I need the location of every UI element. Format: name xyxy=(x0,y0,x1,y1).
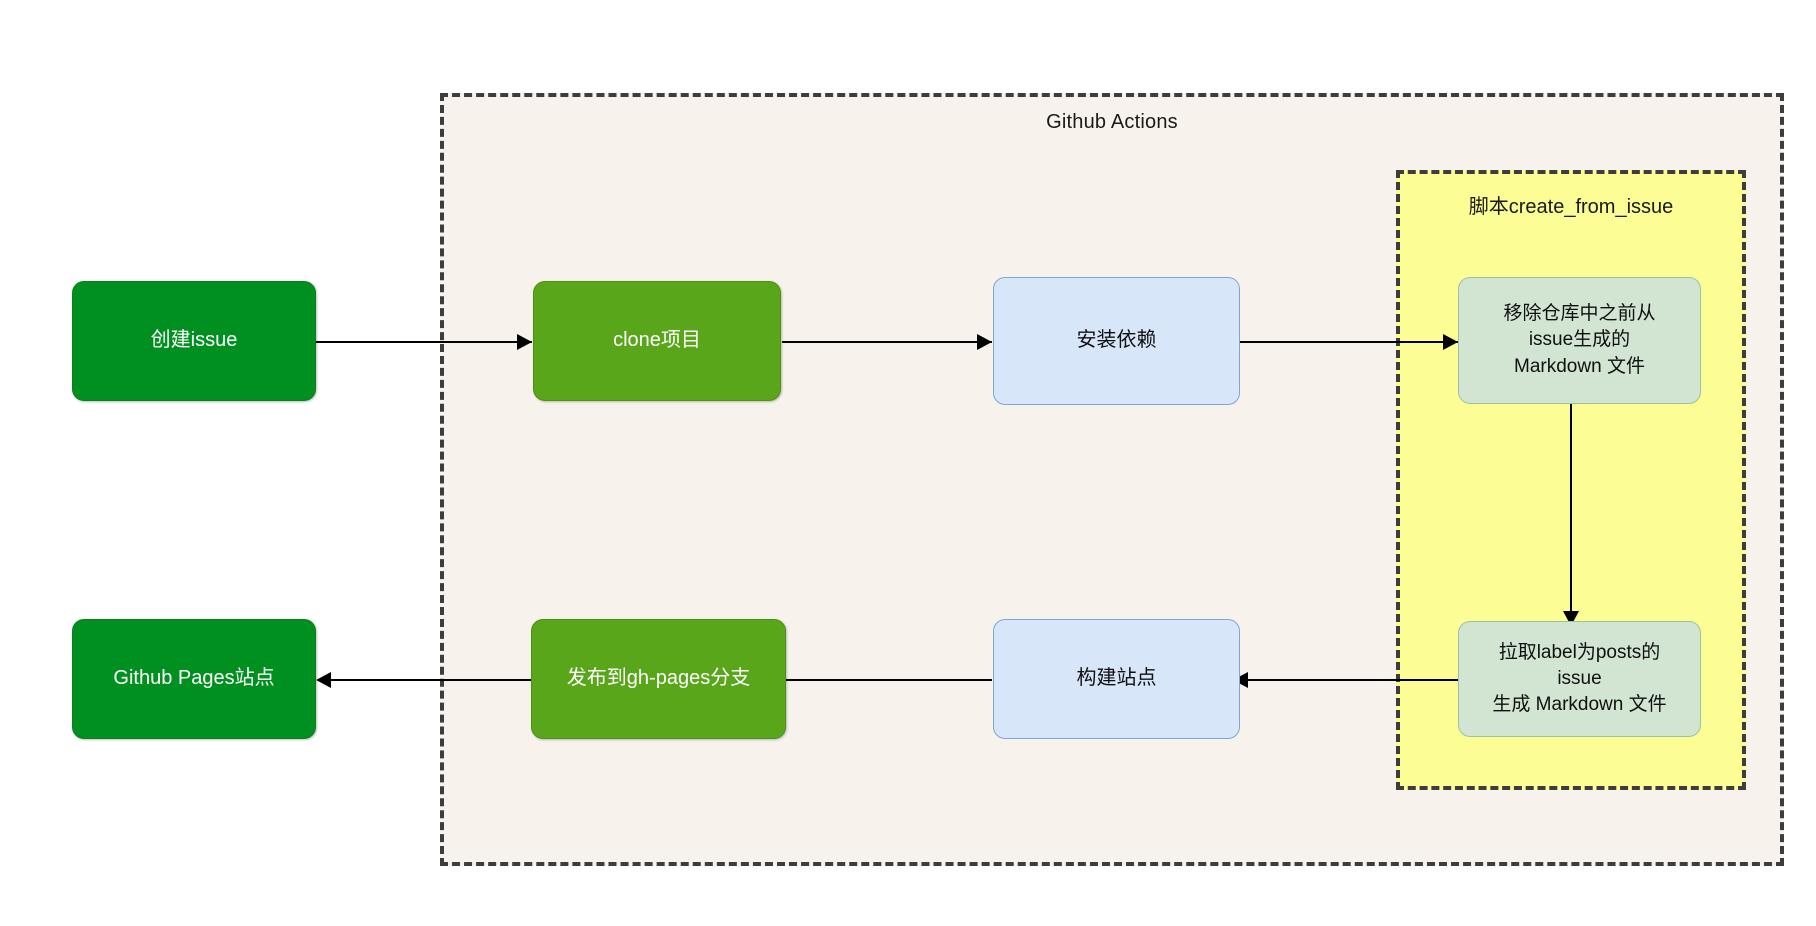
group-github-actions-label: Github Actions xyxy=(1046,111,1178,133)
node-create-issue[interactable]: 创建issue xyxy=(72,281,316,401)
node-clone-project[interactable]: clone项目 xyxy=(533,281,781,401)
node-fetch-posts-issues[interactable]: 拉取label为posts的 issue 生成 Markdown 文件 xyxy=(1458,621,1701,737)
group-create-from-issue-label: 脚本create_from_issue xyxy=(1468,196,1674,218)
node-remove-previous-markdown[interactable]: 移除仓库中之前从 issue生成的 Markdown 文件 xyxy=(1458,277,1701,404)
edge-fetch-posts-to-build-site xyxy=(1248,679,1460,681)
arrowhead-install-to-remove-markdown xyxy=(1443,334,1458,350)
node-install-dependencies[interactable]: 安装依赖 xyxy=(993,277,1240,405)
edge-remove-markdown-to-fetch-posts xyxy=(1570,404,1572,626)
arrowhead-clone-to-install xyxy=(977,334,992,350)
node-publish-gh-pages[interactable]: 发布到gh-pages分支 xyxy=(531,619,786,739)
edge-build-site-to-publish xyxy=(786,679,992,681)
edge-publish-to-github-pages xyxy=(331,679,531,681)
arrowhead-create-issue-to-clone xyxy=(517,334,532,350)
edge-install-to-remove-markdown xyxy=(1240,341,1458,343)
arrowhead-publish-to-github-pages xyxy=(316,672,331,688)
edge-clone-to-install xyxy=(782,341,992,343)
node-build-site[interactable]: 构建站点 xyxy=(993,619,1240,739)
node-github-pages-site[interactable]: Github Pages站点 xyxy=(72,619,316,739)
edge-create-issue-to-clone xyxy=(316,341,532,343)
